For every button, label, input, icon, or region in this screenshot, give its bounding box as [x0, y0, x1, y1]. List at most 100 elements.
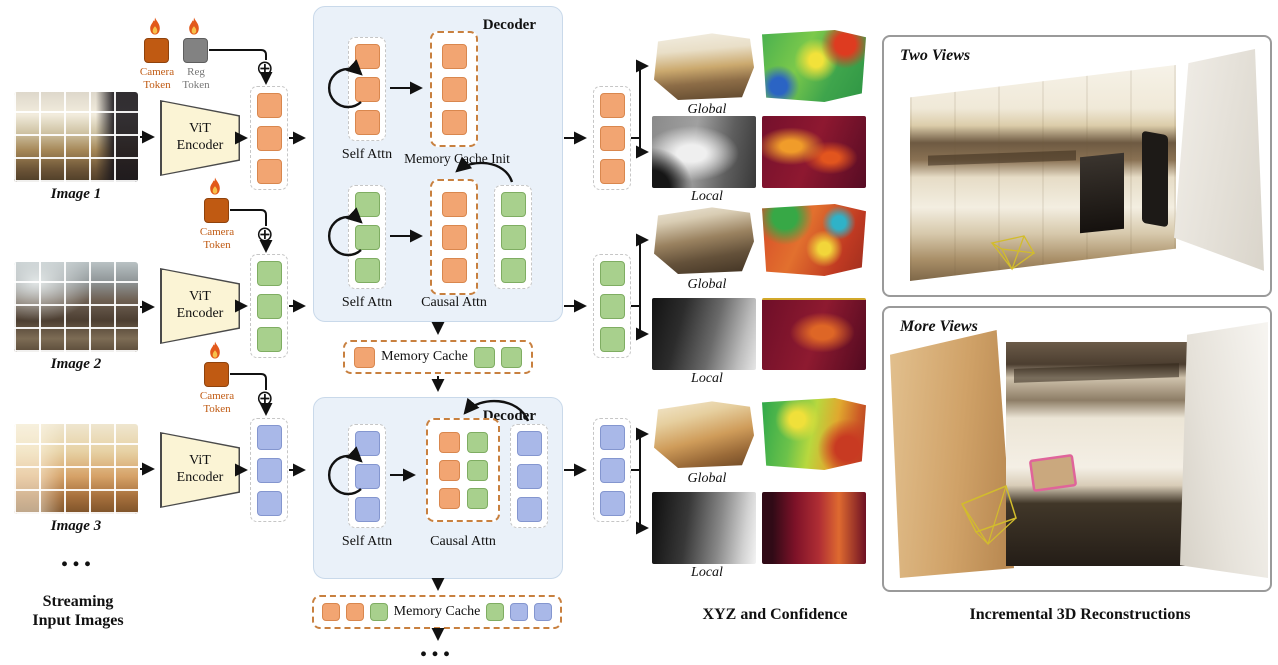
token-blue — [599, 490, 625, 516]
token-green — [256, 293, 282, 319]
camera-token-label: Camera Token — [199, 226, 235, 251]
image-2-label: Image 2 — [50, 356, 102, 372]
token-blue — [599, 424, 625, 450]
continuation-ellipsis: ... — [419, 630, 455, 663]
recon-kitchen-surface — [910, 65, 1176, 281]
token-orange — [354, 76, 380, 102]
two-views-label: Two Views — [900, 47, 971, 64]
streaming-input-images-label: Streaming Input Images — [32, 593, 124, 630]
token-orange — [441, 76, 467, 102]
token-orange — [354, 43, 380, 69]
incremental-3d-reconstructions-label: Incremental 3D Reconstructions — [969, 606, 1191, 623]
causal-attn-query-stack — [494, 185, 532, 289]
patch-grid-overlay — [14, 424, 138, 514]
input-image-2 — [14, 262, 138, 352]
local-depthmap-2 — [652, 298, 756, 370]
plus-circle-icon: ⊕ — [256, 222, 274, 246]
decoder1-title: Decoder — [482, 17, 536, 33]
global-confidence-2 — [762, 204, 866, 276]
token-orange — [441, 191, 467, 217]
causal-attn-query-stack — [510, 424, 548, 528]
more-views-label: More Views — [900, 318, 978, 335]
recon-dark-appliance — [1080, 152, 1124, 234]
token-blue — [516, 463, 542, 489]
self-attn-stack-blue — [348, 424, 386, 528]
causal-attn-cache-box — [430, 179, 478, 295]
self-attn-label: Self Attn — [341, 147, 393, 162]
encoder-token-stack-2 — [250, 254, 288, 358]
input-image-3 — [14, 424, 138, 514]
vit-encoder-3: ViT Encoder — [160, 432, 240, 508]
encoder-token-stack-1 — [250, 86, 288, 190]
image-3-label: Image 3 — [50, 518, 102, 534]
local-label: Local — [691, 189, 723, 204]
causal-attn-label: Causal Attn — [430, 534, 496, 549]
token-green — [354, 224, 380, 250]
token-orange — [441, 109, 467, 135]
pointmap-shape — [654, 33, 754, 100]
input-image-1 — [14, 92, 138, 182]
token-orange — [321, 603, 340, 621]
token-green — [599, 260, 625, 286]
vit-encoder-2: ViT Encoder — [160, 268, 240, 344]
token-green — [599, 293, 625, 319]
pointmap-shape — [654, 207, 754, 274]
recon-right-wall — [1174, 49, 1264, 271]
token-orange — [599, 92, 625, 118]
vit-encoder-1: ViT Encoder — [160, 100, 240, 176]
reg-token-label: Reg Token — [182, 66, 210, 91]
encoder-token-stack-3 — [250, 418, 288, 522]
decoder-block-2: Decoder Self Attn Causal Attn — [313, 397, 563, 579]
local-label: Local — [691, 371, 723, 386]
image-1-label: Image 1 — [50, 186, 102, 202]
camera-token-label: Camera Token — [199, 390, 235, 415]
local-depthmap-3 — [652, 492, 756, 564]
memory-cache-label: Memory Cache — [393, 604, 481, 619]
memory-cache-init-box — [430, 31, 478, 147]
local-label: Local — [691, 565, 723, 580]
token-orange — [599, 158, 625, 184]
global-confidence-3 — [762, 398, 866, 470]
token-green — [466, 459, 488, 481]
token-blue — [599, 457, 625, 483]
token-green — [354, 191, 380, 217]
token-orange — [441, 43, 467, 69]
decoder-output-stack-3 — [593, 418, 631, 522]
token-orange — [256, 158, 282, 184]
global-label: Global — [687, 471, 727, 486]
decoder-output-stack-1 — [593, 86, 631, 190]
token-blue — [256, 490, 282, 516]
token-orange — [599, 125, 625, 151]
recon-right-wall — [1180, 322, 1268, 578]
recon-panel-more-views: More Views — [882, 306, 1272, 592]
reg-token — [183, 38, 208, 63]
token-green — [486, 603, 505, 621]
recon-dark-object — [1142, 130, 1168, 228]
token-blue — [354, 496, 380, 522]
token-green — [354, 257, 380, 283]
local-depthmap-1 — [652, 116, 756, 188]
vit-encoder-label: ViT Encoder — [161, 433, 239, 507]
memory-cache-2: Memory Cache — [312, 595, 562, 629]
token-orange — [441, 224, 467, 250]
causal-attn-cache-box-mixed — [426, 418, 500, 522]
camera-token — [204, 362, 229, 387]
streaming-ellipsis: ... — [60, 540, 96, 573]
plus-circle-icon: ⊕ — [256, 56, 274, 80]
token-green — [500, 224, 526, 250]
token-blue — [516, 496, 542, 522]
token-orange — [438, 431, 460, 453]
vit-encoder-label: ViT Encoder — [161, 269, 239, 343]
camera-token — [144, 38, 169, 63]
local-confidence-3 — [762, 492, 866, 564]
self-attn-stack-green — [348, 185, 386, 289]
mixed-cache-grid — [438, 431, 488, 509]
token-orange — [256, 92, 282, 118]
token-blue — [256, 457, 282, 483]
vit-encoder-label: ViT Encoder — [161, 101, 239, 175]
recon-left-wall — [890, 330, 1014, 578]
token-green — [473, 346, 495, 368]
token-green — [466, 431, 488, 453]
token-green — [466, 487, 488, 509]
